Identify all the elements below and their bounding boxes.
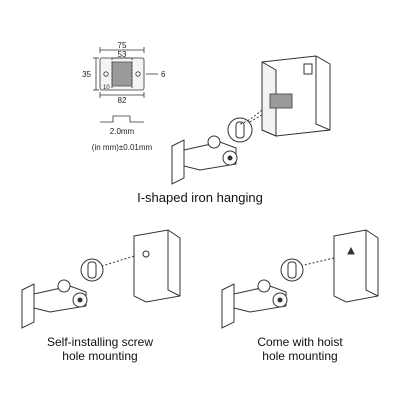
i-shaped-plate [269,93,293,109]
caption-screw-mounting: Self-installing screw hole mounting [46,335,154,363]
dim-bottom-width: 82 [118,96,127,105]
dim-tolerance: (in mm)±0.01mm [92,143,153,152]
caption-hoist-mounting: Come with hoist hole mounting [257,335,343,363]
dim-inner-width: 53 [118,50,127,59]
bottom-left-bracket [21,258,104,329]
device-window [303,63,313,75]
caption-i-shaped: I-shaped iron hanging [137,190,263,205]
top-device-panel [261,55,331,137]
bottom-right-device [333,229,379,303]
bottom-right-bracket [221,258,304,329]
plate-dimension-drawing [93,47,158,123]
dim-bottom-small: 10 [103,85,110,91]
dim-height: 35 [82,70,91,79]
dim-top-width: 75 [118,41,127,50]
dim-thickness: 2.0mm [110,127,135,136]
bottom-left-device [133,229,181,303]
dim-right-gap: 6 [161,70,166,79]
top-bracket [171,117,253,185]
thickness-profile [100,115,144,123]
plate-center-block [111,61,133,87]
